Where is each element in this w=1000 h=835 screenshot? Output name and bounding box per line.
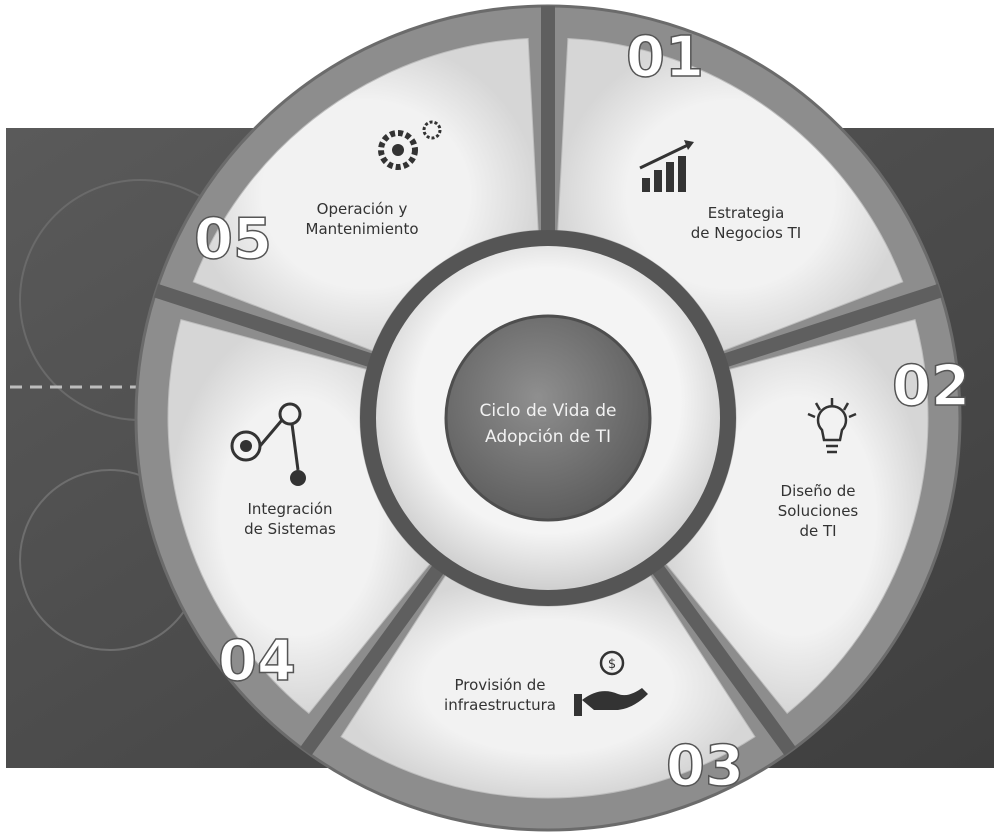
hand-coin-icon: $: [574, 650, 648, 716]
stage-03-label-line-1: Provisión de: [454, 676, 545, 694]
stage-02-label-line-3: de TI: [799, 522, 836, 540]
stage-04: Integración de Sistemas: [230, 402, 336, 538]
stage-05: Operación y Mantenimiento: [306, 120, 442, 238]
stage-02: Diseño de Soluciones de TI: [778, 398, 859, 540]
stage-segments: [154, 6, 942, 799]
stage-01-label-line-2: de Negocios TI: [691, 224, 801, 242]
stage-02-label-line-2: Soluciones: [778, 502, 859, 520]
stage-04-label-line-2: de Sistemas: [244, 520, 336, 538]
center-title-line-2: Adopción de TI: [485, 427, 611, 447]
stage-number-04: 04: [218, 629, 296, 694]
lightbulb-icon: [807, 398, 857, 454]
stage-04-label-line-1: Integración: [247, 500, 332, 518]
stage-03: $ Provisión de infraestructura: [444, 650, 648, 716]
center-circle: [444, 314, 652, 522]
segment-divider: [154, 284, 376, 368]
gears-icon: [378, 120, 442, 170]
stage-number-05: 05: [194, 207, 272, 272]
svg-text:$: $: [608, 657, 616, 672]
stage-01-label-line-1: Estrategia: [708, 204, 785, 222]
stage-05-label-line-2: Mantenimiento: [306, 220, 419, 238]
bar-chart-trend-icon: [639, 140, 694, 192]
stage-number-03: 03: [666, 734, 744, 799]
center-title-line-1: Ciclo de Vida de: [480, 401, 617, 421]
stage-05-label-line-1: Operación y: [317, 200, 408, 218]
network-nodes-icon: [230, 402, 306, 486]
stage-02-label-line-1: Diseño de: [781, 482, 856, 500]
stage-03-label-line-2: infraestructura: [444, 696, 556, 714]
stage-01: Estrategia de Negocios TI: [639, 140, 801, 242]
stage-number-01: 01: [626, 25, 704, 90]
segment-divider: [720, 284, 942, 368]
segment-divider: [300, 562, 446, 756]
segment-divider: [650, 562, 796, 756]
stage-number-02: 02: [892, 354, 970, 419]
